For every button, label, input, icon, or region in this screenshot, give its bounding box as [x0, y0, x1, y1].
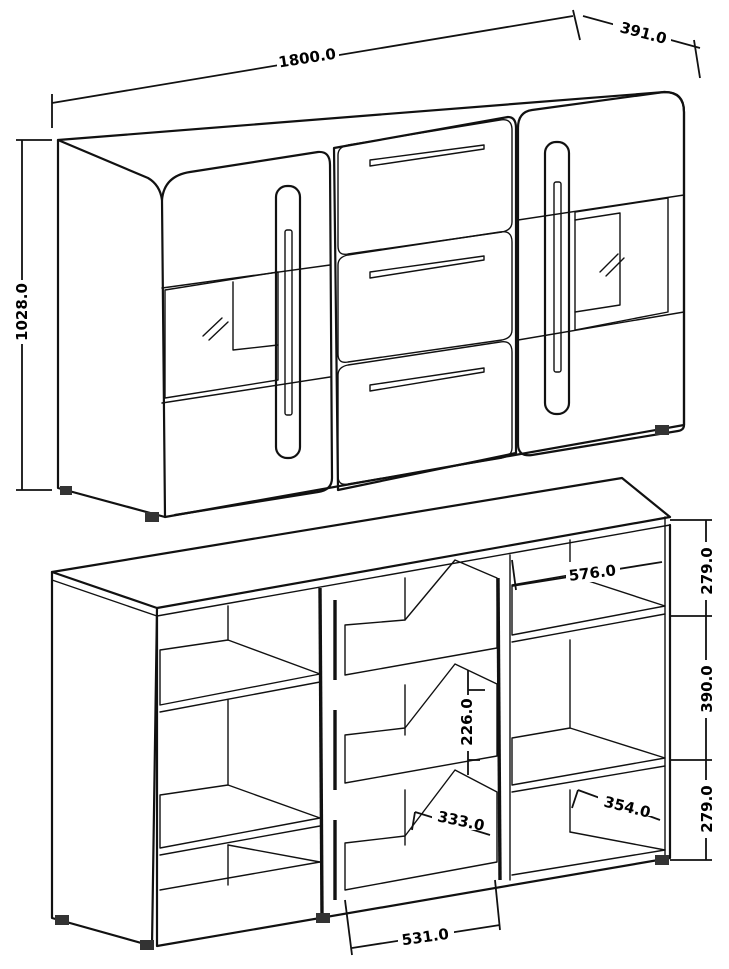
drawer-handle-top [369, 144, 485, 167]
closed-top-surface [56, 90, 686, 519]
dim-compartment-top: 279.0 [698, 547, 716, 594]
open-foot-left [55, 915, 69, 925]
drawer-handle-middle [369, 255, 485, 279]
closed-foot-left [60, 486, 72, 495]
left-shelf-1 [159, 639, 321, 706]
left-glass-opening [164, 271, 279, 399]
left-door [160, 150, 334, 517]
dim-drawer-height: 226.0 [458, 698, 476, 745]
right-glass-opening [574, 197, 669, 331]
closed-view-dimensions: 1800.0 391.0 1028.0 [12, 9, 701, 491]
left-shelf-2 [159, 784, 321, 849]
right-door [516, 90, 686, 457]
left-door-handle [274, 184, 302, 460]
open-foot-right [655, 855, 669, 865]
closed-foot-right [655, 425, 669, 435]
drawer-box-top [344, 559, 498, 676]
open-foot-mid [316, 913, 330, 923]
drawer-front-bottom [337, 341, 513, 486]
open-foot-centre [140, 940, 154, 950]
dim-compartment-middle: 390.0 [698, 665, 716, 712]
dim-overall-height: 1028.0 [13, 283, 31, 341]
right-shelf-2 [511, 727, 666, 786]
closed-sideboard-view [56, 90, 686, 522]
carcass-front-outline [155, 523, 672, 948]
drawer-box-middle [344, 663, 498, 784]
drawer-handle-bottom [369, 367, 485, 392]
carcass-top-surface [50, 476, 672, 610]
dim-compartment-bottom: 279.0 [698, 785, 716, 832]
dim-shelf-width: 576.0 [568, 561, 617, 585]
right-door-handle [543, 140, 571, 416]
closed-foot-centre [145, 512, 159, 522]
open-view-dimensions: 279.0 390.0 279.0 576.0 226.0 333.0 354.… [344, 519, 717, 956]
drawer-box-bottom [344, 769, 498, 891]
drawer-front-top [337, 119, 513, 256]
carcass-left-side [50, 570, 159, 948]
drawer-front-middle [337, 231, 513, 364]
right-shelf-1 [511, 574, 666, 636]
open-carcass-view [50, 476, 672, 950]
drawer-column [332, 115, 518, 492]
closed-left-side-panel [56, 138, 167, 519]
